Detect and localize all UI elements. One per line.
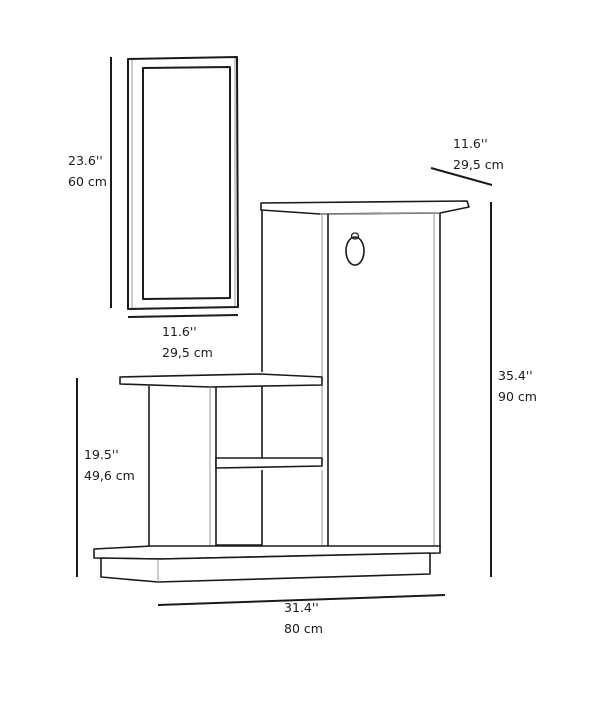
total-height-label: 35.4'' 90 cm [498, 365, 537, 407]
total-width-label: 31.4'' 80 cm [284, 597, 323, 639]
mirror-height-inches: 23.6'' [68, 153, 103, 168]
depth-cm: 29,5 cm [453, 157, 504, 172]
shelf-height-cm: 49,6 cm [84, 468, 135, 483]
shelf-height-label: 19.5'' 49,6 cm [84, 444, 135, 486]
depth-label: 11.6'' 29,5 cm [453, 133, 504, 175]
tall-cabinet [260, 200, 470, 551]
mirror-height-label: 23.6'' 60 cm [68, 150, 107, 192]
wall-mirror [127, 56, 239, 310]
total-height-cm: 90 cm [498, 389, 537, 404]
total-width-dimension-line [157, 594, 446, 606]
mirror-width-cm: 29,5 cm [162, 345, 213, 360]
door-handle [345, 236, 365, 266]
shelf-height-inches: 19.5'' [84, 447, 119, 462]
total-width-cm: 80 cm [284, 621, 323, 636]
plinth-base [93, 545, 441, 583]
mirror-width-label: 11.6'' 29,5 cm [162, 321, 213, 363]
total-width-inches: 31.4'' [284, 600, 319, 615]
depth-dimension-line [430, 167, 493, 186]
mirror-width-inches: 11.6'' [162, 324, 197, 339]
total-height-inches: 35.4'' [498, 368, 533, 383]
open-shelf-unit [119, 373, 323, 551]
depth-inches: 11.6'' [453, 136, 488, 151]
mirror-width-dimension-line [127, 314, 239, 318]
mirror-height-cm: 60 cm [68, 174, 107, 189]
